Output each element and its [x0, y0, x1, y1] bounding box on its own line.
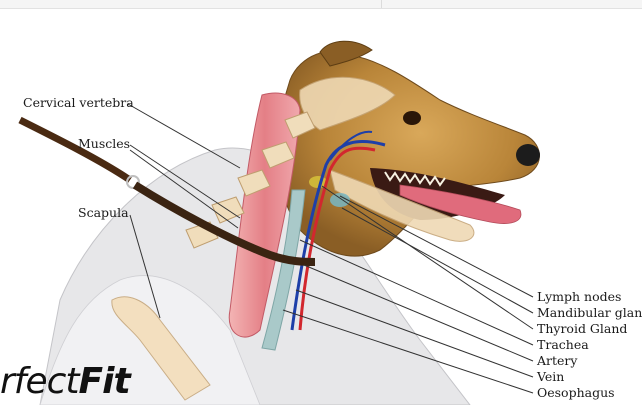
label-trachea: Trachea — [537, 338, 589, 352]
dog-eye — [403, 111, 421, 125]
brand-logo-thin: rfect — [0, 361, 79, 402]
label-lymph-nodes: Lymph nodes — [537, 290, 621, 304]
label-oesophagus: Oesophagus — [537, 386, 615, 400]
label-mandibular-gland: Mandibular gland — [537, 306, 642, 320]
label-vein: Vein — [537, 370, 564, 384]
label-thyroid-gland: Thyroid Gland — [537, 322, 627, 336]
label-cervical-vertebra: Cervical vertebra — [23, 96, 134, 110]
brand-logo-bold: Fit — [79, 361, 130, 402]
dog-nose — [516, 144, 540, 166]
label-muscles: Muscles — [78, 137, 130, 151]
label-scapula: Scapula — [78, 206, 129, 220]
brand-logo: rfectFit — [0, 362, 130, 402]
label-artery: Artery — [537, 354, 577, 368]
